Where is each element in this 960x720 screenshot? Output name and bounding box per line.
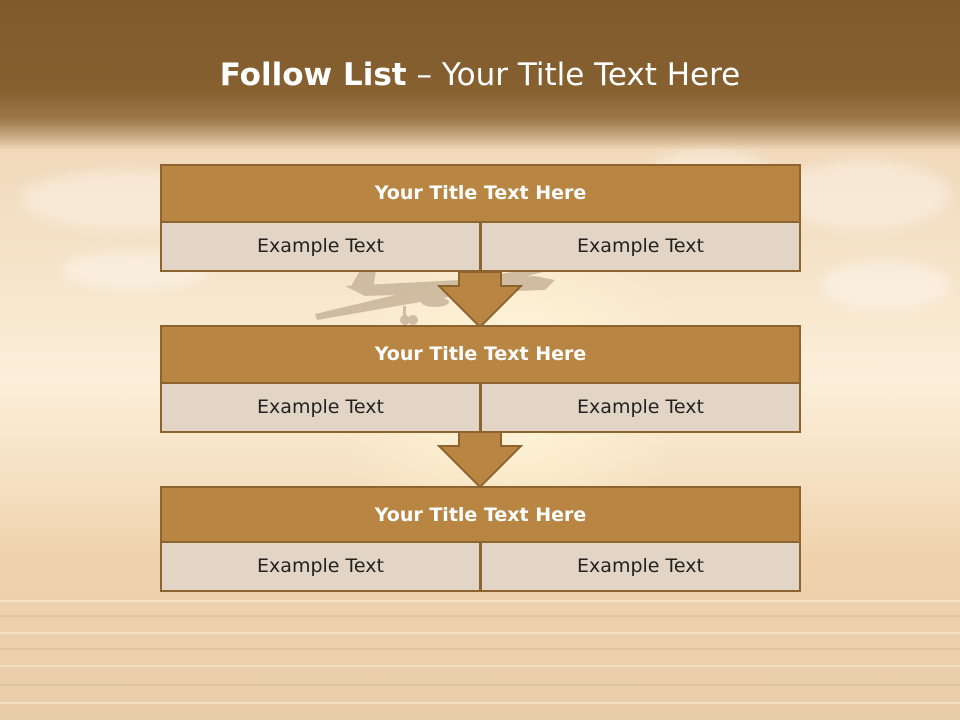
block-cell-left: Example Text [160,382,481,433]
title-dash: – [406,57,442,93]
block-cell-left: Example Text [160,541,481,592]
title-rest: Your Title Text Here [441,57,741,93]
water-ripple [0,684,960,686]
down-arrow-icon [437,272,523,328]
water-ripple [0,648,960,650]
water-ripple [0,615,960,617]
block-cell-left: Example Text [160,221,481,272]
water-ripple [0,702,960,704]
down-arrow-icon [437,432,523,488]
slide-title: Follow List – Your Title Text Here [0,52,960,98]
block-cell-right: Example Text [480,221,801,272]
title-strong: Follow List [219,57,407,93]
block-cell-right: Example Text [480,541,801,592]
block-cell-right: Example Text [480,382,801,433]
block-title: Your Title Text Here [160,164,801,223]
cloud [820,260,950,310]
water-ripple [0,632,960,634]
cloud [780,160,950,230]
water-ripple [0,600,960,602]
header-band [0,0,960,150]
airplane-icon [315,262,555,325]
block-title: Your Title Text Here [160,486,801,545]
water-ripple [0,665,960,667]
block-title: Your Title Text Here [160,325,801,384]
